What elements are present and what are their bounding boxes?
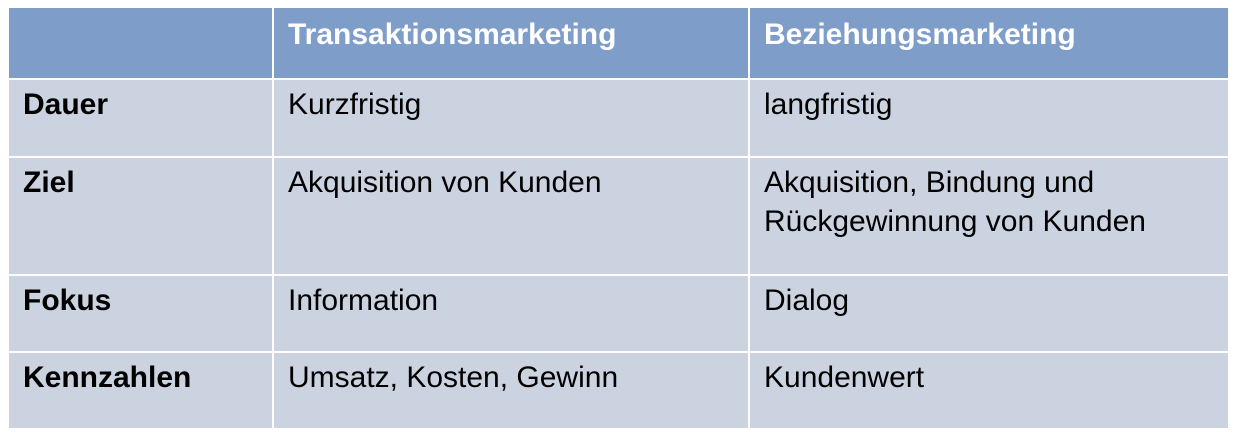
header-beziehungsmarketing: Beziehungsmarketing (748, 6, 1230, 80)
cell-ziel-beziehung-line1: Akquisition, Bindung und (764, 166, 1095, 199)
cell-ziel-transaktion: Akquisition von Kunden (272, 156, 750, 276)
cell-fokus-beziehung: Dialog (748, 274, 1230, 353)
comparison-table: Transaktionsmarketing Beziehungsmarketin… (7, 6, 1230, 430)
row-label-ziel: Ziel (7, 156, 274, 276)
comparison-table-wrapper: Transaktionsmarketing Beziehungsmarketin… (7, 6, 1230, 430)
row-label-kennzahlen: Kennzahlen (7, 351, 274, 430)
header-row: Transaktionsmarketing Beziehungsmarketin… (7, 6, 1230, 80)
table-row-fokus: Fokus Information Dialog (7, 274, 1230, 353)
cell-kennzahlen-transaktion: Umsatz, Kosten, Gewinn (272, 351, 750, 430)
header-empty-cell (7, 6, 274, 80)
cell-fokus-transaktion: Information (272, 274, 750, 353)
row-label-dauer: Dauer (7, 78, 274, 158)
row-label-fokus: Fokus (7, 274, 274, 353)
table-row-kennzahlen: Kennzahlen Umsatz, Kosten, Gewinn Kunden… (7, 351, 1230, 430)
cell-ziel-beziehung-line2: Rückgewinnung von Kunden (764, 205, 1146, 238)
cell-kennzahlen-beziehung: Kundenwert (748, 351, 1230, 430)
table-row-dauer: Dauer Kurzfristig langfristig (7, 78, 1230, 158)
cell-dauer-transaktion: Kurzfristig (272, 78, 750, 158)
cell-ziel-beziehung: Akquisition, Bindung und Rückgewinnung v… (748, 156, 1230, 276)
cell-dauer-beziehung: langfristig (748, 78, 1230, 158)
table-row-ziel: Ziel Akquisition von Kunden Akquisition,… (7, 156, 1230, 276)
header-transaktionsmarketing: Transaktionsmarketing (272, 6, 750, 80)
